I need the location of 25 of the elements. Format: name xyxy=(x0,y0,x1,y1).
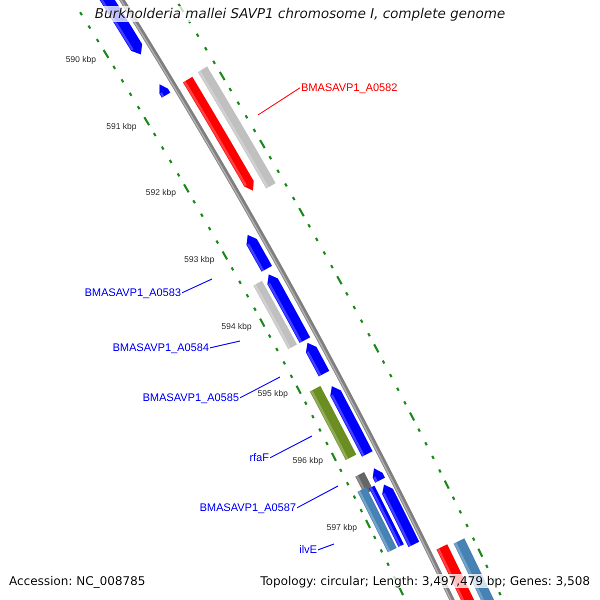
accession-label: Accession: NC_008785 xyxy=(9,574,146,588)
position-label: 590 kbp xyxy=(66,54,96,64)
position-label: 597 kbp xyxy=(326,522,357,532)
gene-label: BMASAVP1_A0587 xyxy=(200,502,296,515)
position-label: 595 kbp xyxy=(258,388,288,398)
position-label: 593 kbp xyxy=(184,254,214,264)
gene-label: BMASAVP1_A0583 xyxy=(84,287,181,300)
leader-line xyxy=(270,436,312,458)
position-label: 594 kbp xyxy=(221,321,252,332)
leader-line xyxy=(258,87,300,116)
leader-line xyxy=(296,486,338,508)
gene-label: BMASAVP1_A0584 xyxy=(112,342,209,355)
leader-line xyxy=(182,278,212,294)
gene-label: BMASAVP1_A0585 xyxy=(142,392,239,405)
leader-line xyxy=(240,376,280,398)
map-title: Burkholderia mallei SAVP1 chromosome I, complete genome xyxy=(92,6,508,22)
gene-label: ilvE xyxy=(299,544,317,557)
position-label: 591 kbp xyxy=(106,120,137,130)
position-label: 592 kbp xyxy=(146,187,176,198)
gene-label: BMASAVP1_A0582 xyxy=(301,82,398,95)
gene-label: rfaF xyxy=(249,452,269,465)
leader-line xyxy=(210,340,240,348)
genome-summary: Topology: circular; Length: 3,497,479 bp; Genes: 3,508 xyxy=(260,574,590,588)
leader-line xyxy=(318,544,334,550)
position-label: 596 kbp xyxy=(292,454,323,465)
